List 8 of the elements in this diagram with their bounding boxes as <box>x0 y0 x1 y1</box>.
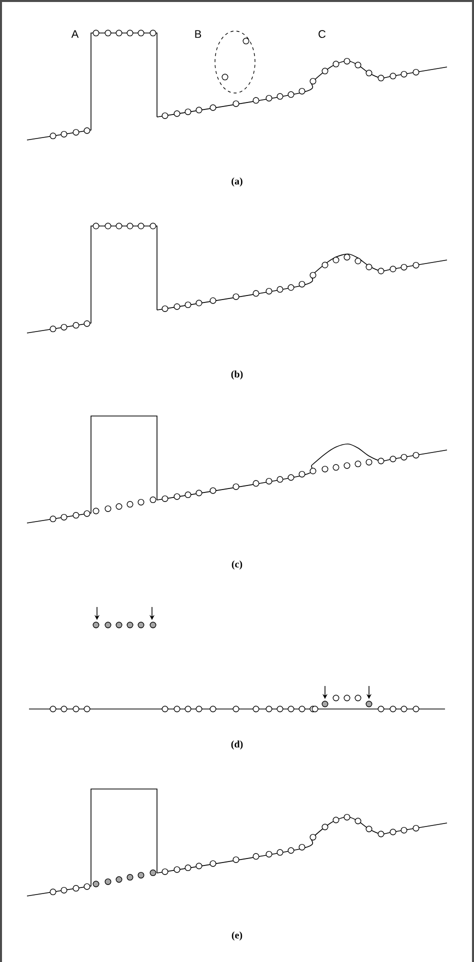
region-label: B <box>195 30 202 38</box>
panel-label: (c) <box>232 560 242 570</box>
panel-label: (d) <box>231 740 243 750</box>
panel-label: (a) <box>232 177 242 187</box>
region-label: A <box>71 30 79 38</box>
panel-label: (e) <box>232 931 242 941</box>
region-label: C <box>318 30 326 38</box>
panel-label: (b) <box>231 370 243 380</box>
